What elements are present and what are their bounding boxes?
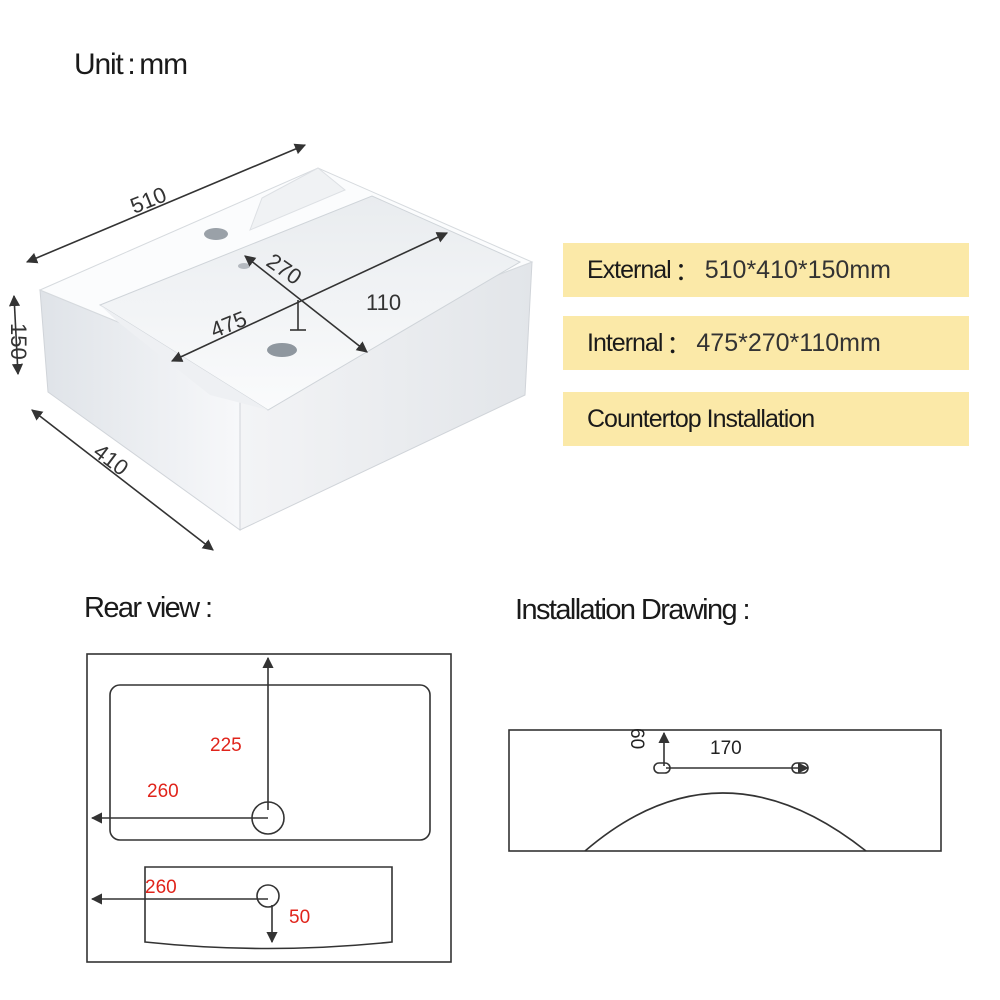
inner-height-label: 110	[366, 290, 401, 315]
spec-external-sep: ：	[674, 258, 700, 286]
installation-arch	[584, 792, 867, 852]
rear-drop-label: 50	[289, 907, 310, 928]
spec-internal-sep: ：	[666, 331, 691, 359]
spec-internal-key: Internal	[587, 328, 663, 357]
rear-basin-outline	[109, 684, 431, 841]
spec-external-value: 510*410*150mm	[704, 255, 891, 284]
rear-view-title: Rear view :	[84, 592, 213, 624]
spec-internal-value: 475*270*110mm	[696, 328, 881, 357]
rear-lower-panel	[144, 866, 393, 950]
inner-depth-dimension-line	[244, 255, 368, 353]
rear-view-drawing	[86, 653, 452, 963]
installation-outline	[508, 729, 942, 852]
rear-overflow-hole	[256, 884, 280, 908]
rear-offset-bottom-label: 260	[145, 877, 177, 898]
hole-height-label: 60	[626, 728, 647, 749]
unit-label: Unit : mm	[74, 48, 188, 81]
height-dimension-line	[8, 294, 24, 376]
spec-installation: Countertop Installation	[563, 392, 969, 446]
width-label: 510	[127, 182, 170, 219]
installation-title: Installation Drawing :	[515, 594, 751, 626]
rear-outline	[86, 653, 452, 963]
depth-dimension-line	[31, 409, 214, 551]
installation-drawing	[508, 729, 942, 852]
spec-internal: Internal ： 475*270*110mm	[563, 316, 969, 370]
width-dimension-line	[25, 143, 307, 264]
rear-offset-top-label: 260	[147, 781, 179, 802]
spec-external: External ： 510*410*150mm	[563, 243, 969, 297]
hole-spacing-label: 170	[710, 738, 742, 759]
height-label: 150	[6, 323, 31, 360]
spec-installation-key: Countertop Installation	[587, 404, 815, 433]
spec-external-key: External	[587, 255, 672, 284]
sink-dimensions	[8, 143, 449, 551]
rear-height-label: 225	[210, 735, 242, 756]
